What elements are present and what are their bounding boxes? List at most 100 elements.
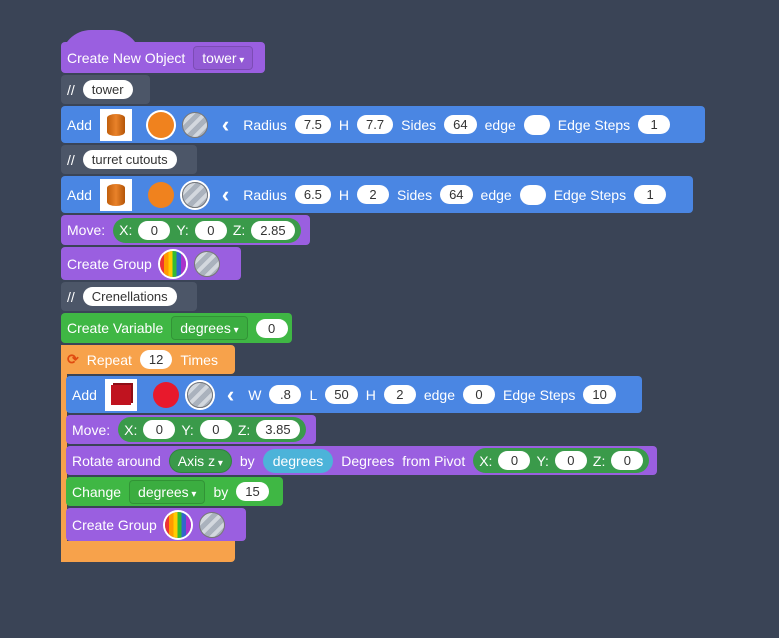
add-box-block[interactable]: Add ‹ W .8 L 50 H 2 edge 0 Edge Steps 10 bbox=[66, 376, 642, 413]
y-label: Y: bbox=[536, 452, 549, 469]
sides-input[interactable]: 64 bbox=[440, 185, 473, 204]
color-swatch[interactable] bbox=[152, 381, 179, 408]
y-input[interactable]: 0 bbox=[554, 451, 587, 470]
block-label: Create Group bbox=[72, 516, 157, 533]
edge-steps-label: Edge Steps bbox=[557, 116, 631, 133]
x-input[interactable]: 0 bbox=[498, 451, 531, 470]
h-label: H bbox=[338, 116, 350, 133]
l-input[interactable]: 50 bbox=[325, 385, 358, 404]
comment-block[interactable]: // tower bbox=[61, 75, 150, 104]
change-variable-block[interactable]: Change degrees by 15 bbox=[66, 477, 283, 506]
comment-input[interactable]: turret cutouts bbox=[82, 150, 177, 169]
pivot-label: from Pivot bbox=[402, 452, 466, 469]
variable-dropdown[interactable]: degrees bbox=[171, 316, 248, 340]
comment-input[interactable]: Crenellations bbox=[82, 287, 177, 306]
h-input[interactable]: 7.7 bbox=[357, 115, 394, 134]
edge-steps-input[interactable]: 10 bbox=[583, 385, 616, 404]
x-input[interactable]: 0 bbox=[138, 220, 171, 240]
add-cylinder-block[interactable]: Add ‹ Radius 6.5 H 2 Sides 64 edge Edge … bbox=[61, 176, 693, 213]
move-block[interactable]: Move: X:0 Y:0 Z:2.85 bbox=[61, 215, 310, 245]
block-label: Add bbox=[72, 386, 97, 403]
xyz-group: X:0 Y:0 Z:2.85 bbox=[113, 217, 301, 243]
z-label: Z: bbox=[232, 222, 246, 238]
hole-swatch[interactable] bbox=[193, 250, 220, 277]
edge-steps-input[interactable]: 1 bbox=[638, 115, 671, 134]
repeat-footer bbox=[61, 541, 235, 562]
collapse-chevron-icon[interactable]: ‹ bbox=[221, 111, 230, 137]
edge-input[interactable] bbox=[519, 184, 546, 205]
cylinder-icon[interactable] bbox=[99, 178, 132, 211]
create-variable-block[interactable]: Create Variable degrees 0 bbox=[61, 313, 292, 343]
comment-block[interactable]: // Crenellations bbox=[61, 282, 197, 311]
change-value-input[interactable]: 15 bbox=[236, 482, 269, 501]
move-block[interactable]: Move: X:0 Y:0 Z:3.85 bbox=[66, 415, 316, 444]
comment-input[interactable]: tower bbox=[82, 80, 133, 99]
block-label: Create New Object bbox=[67, 49, 186, 66]
y-input[interactable]: 0 bbox=[194, 220, 227, 240]
repeat-body bbox=[61, 345, 67, 562]
edge-input[interactable]: 0 bbox=[463, 385, 496, 404]
hole-swatch[interactable] bbox=[181, 181, 208, 208]
hole-swatch[interactable] bbox=[198, 511, 225, 538]
radius-label: Radius bbox=[243, 116, 287, 133]
hole-swatch[interactable] bbox=[186, 381, 213, 408]
block-label: Change bbox=[72, 483, 122, 500]
edge-steps-label: Edge Steps bbox=[553, 186, 627, 203]
repeat-block[interactable]: ⟳ Repeat 12 Times bbox=[61, 345, 235, 374]
color-swatch[interactable] bbox=[159, 250, 186, 277]
repeat-count-input[interactable]: 12 bbox=[139, 350, 173, 369]
collapse-chevron-icon[interactable]: ‹ bbox=[226, 381, 235, 407]
comment-prefix: // bbox=[67, 151, 75, 168]
create-group-block[interactable]: Create Group bbox=[61, 247, 241, 280]
variable-dropdown[interactable]: degrees bbox=[129, 479, 206, 504]
by-label: by bbox=[213, 483, 229, 500]
times-label: Times bbox=[180, 351, 218, 368]
comment-block[interactable]: // turret cutouts bbox=[61, 145, 197, 174]
edge-input[interactable] bbox=[523, 114, 550, 135]
color-swatch[interactable] bbox=[147, 181, 174, 208]
degrees-variable[interactable]: degrees bbox=[262, 448, 334, 473]
color-swatch[interactable] bbox=[147, 111, 174, 138]
y-label: Y: bbox=[176, 222, 189, 238]
z-input[interactable]: 2.85 bbox=[251, 220, 295, 240]
collapse-chevron-icon[interactable]: ‹ bbox=[221, 181, 230, 207]
radius-label: Radius bbox=[243, 186, 287, 203]
sides-input[interactable]: 64 bbox=[444, 115, 477, 134]
h-input[interactable]: 2 bbox=[383, 385, 416, 404]
y-input[interactable]: 0 bbox=[199, 420, 232, 439]
x-input[interactable]: 0 bbox=[143, 420, 176, 439]
z-input[interactable]: 0 bbox=[611, 451, 644, 470]
degrees-label: Degrees bbox=[341, 452, 395, 469]
edge-label: edge bbox=[480, 186, 512, 203]
edge-label: edge bbox=[423, 386, 456, 403]
by-label: by bbox=[239, 452, 255, 469]
hole-swatch[interactable] bbox=[181, 111, 208, 138]
xyz-group: X:0 Y:0 Z:0 bbox=[473, 448, 650, 473]
block-label: Move: bbox=[72, 421, 111, 438]
color-swatch[interactable] bbox=[164, 511, 191, 538]
xyz-group: X:0 Y:0 Z:3.85 bbox=[118, 417, 306, 442]
edge-label: edge bbox=[484, 116, 516, 133]
create-group-block[interactable]: Create Group bbox=[66, 508, 246, 541]
z-input[interactable]: 3.85 bbox=[256, 420, 300, 439]
h-label: H bbox=[338, 186, 350, 203]
w-input[interactable]: .8 bbox=[269, 385, 302, 404]
rotate-block[interactable]: Rotate around Axis z by degrees Degrees … bbox=[66, 446, 657, 475]
cube-icon[interactable] bbox=[104, 378, 137, 411]
variable-value-input[interactable]: 0 bbox=[255, 318, 288, 338]
radius-input[interactable]: 6.5 bbox=[294, 185, 331, 204]
add-cylinder-block[interactable]: Add ‹ Radius 7.5 H 7.7 Sides 64 edge Edg… bbox=[61, 106, 705, 143]
cylinder-icon[interactable] bbox=[99, 108, 132, 141]
comment-prefix: // bbox=[67, 81, 75, 98]
z-label: Z: bbox=[592, 452, 606, 469]
radius-input[interactable]: 7.5 bbox=[294, 115, 331, 134]
h-input[interactable]: 2 bbox=[357, 185, 390, 204]
create-object-block[interactable]: Create New Object tower bbox=[61, 42, 265, 73]
edge-steps-input[interactable]: 1 bbox=[634, 185, 667, 204]
y-label: Y: bbox=[181, 421, 194, 438]
object-dropdown[interactable]: tower bbox=[193, 45, 254, 70]
block-label: Rotate around bbox=[72, 452, 161, 469]
sides-label: Sides bbox=[401, 116, 437, 133]
sides-label: Sides bbox=[397, 186, 433, 203]
axis-dropdown[interactable]: Axis z bbox=[168, 448, 232, 473]
